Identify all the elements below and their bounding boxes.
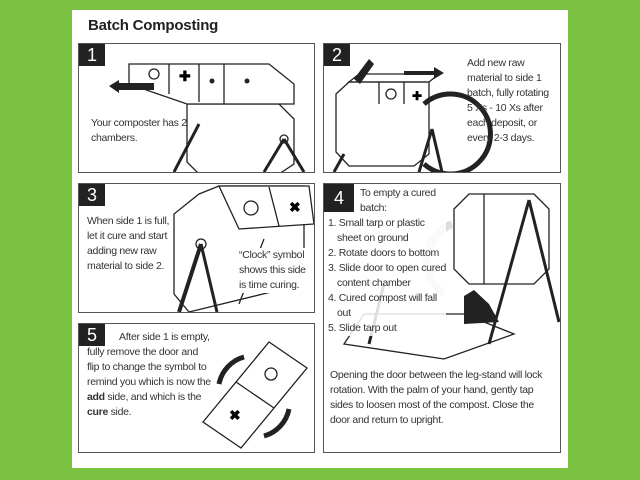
panel-1-text: Your composter has 2 chambers. [91, 117, 187, 144]
slide-arrow-icon [404, 67, 444, 79]
panel-3-text: When side 1 is full, let it cure and sta… [87, 215, 170, 272]
cross-symbol-icon: ✖ [289, 199, 301, 215]
add-emphasis: add [87, 391, 105, 403]
list-item: 4. Cured compost will fall out [328, 292, 437, 319]
door-1-marker-icon [209, 78, 215, 84]
composter-illustration: ✚ [332, 59, 493, 172]
instruction-sheet: Batch Composting 1 ✚ Your composter has … [72, 10, 568, 468]
cross-symbol-icon: ✚ [412, 89, 422, 103]
cure-emphasis: cure [87, 406, 108, 418]
list-item: 1. Small tarp or plastic sheet on ground [328, 217, 425, 244]
composter-illustration: ✚ [109, 63, 306, 172]
list-item: 5. Slide tarp out [328, 322, 397, 334]
clock-symbol-callout: “Clock” symbol shows this side is time c… [239, 248, 309, 293]
step-number: 1 [79, 44, 105, 66]
door-2-marker-icon [244, 78, 250, 84]
step-number: 4 [324, 184, 354, 212]
panel-2-text: Add new raw material to side 1 batch, fu… [467, 57, 549, 144]
slide-arrow-icon [109, 80, 154, 93]
panel-4-intro: To empty a cured batch: [360, 187, 436, 214]
list-item: 2. Rotate doors to bottom [328, 247, 439, 259]
panel-1: 1 ✚ Your composter has 2 chambers. [78, 43, 315, 173]
list-item: 3. Slide door to open cured content cham… [328, 262, 446, 289]
page-title: Batch Composting [88, 17, 219, 34]
panel-3: 3 ✖ When side 1 is full, let it cure and… [78, 183, 315, 313]
panel-5: 5 ✖ After side 1 is empty, fully remove … [78, 323, 315, 453]
step-number: 3 [79, 184, 105, 206]
panel-5-text: After side 1 is empty, fully remove the … [87, 331, 211, 418]
compost-pile-icon [464, 290, 499, 324]
cross-symbol-icon: ✖ [229, 407, 241, 423]
panel-2: 2 ✚ Add new raw material to side 1 batch… [323, 43, 561, 173]
panel-4-note: Opening the door between the leg-stand w… [330, 369, 543, 426]
step-number: 5 [79, 324, 105, 346]
panel-4: 4 To empty a cured batch: 1. Small tarp … [323, 183, 561, 453]
step-number: 2 [324, 44, 350, 66]
door-flip-illustration: ✖ [202, 341, 308, 449]
add-material-arrow-icon [354, 59, 374, 84]
cross-symbol-icon: ✚ [179, 68, 191, 84]
emptying-steps-list: 1. Small tarp or plastic sheet on ground… [328, 216, 446, 336]
